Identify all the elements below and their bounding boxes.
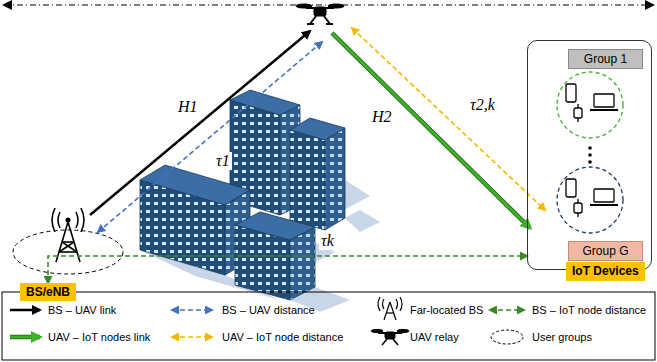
node-text: Group G — [571, 244, 640, 258]
legend-text: BS – UAV link — [48, 303, 116, 317]
channel-label: H2 — [370, 108, 394, 126]
distance-connector — [48, 256, 527, 283]
legend-text: UAV – IoT nodes link — [48, 330, 150, 344]
group-label: Group G — [568, 241, 643, 261]
legend-text: Far-located BS — [410, 303, 483, 317]
node-text: IoT Devices — [566, 262, 645, 281]
distance-label: τ1 — [214, 152, 232, 170]
legend-text: BS – IoT node distance — [532, 303, 646, 317]
node-text: Group 1 — [571, 52, 640, 66]
legend-text: UAV – IoT node distance — [222, 330, 343, 344]
legend-text: User groups — [532, 330, 592, 344]
station-label: BS/eNB — [20, 283, 76, 301]
legend-text: UAV relay — [410, 330, 459, 344]
distance-label: τ2,k — [468, 96, 497, 114]
connector-label: τk — [319, 232, 336, 250]
device-group-box: IoT DevicesGroup 1Group G — [527, 40, 652, 270]
channel-label: H1 — [176, 98, 200, 116]
node-text: BS/eNB — [26, 285, 70, 299]
group-label: Group 1 — [568, 49, 643, 69]
legend-text: BS – UAV distance — [222, 303, 315, 317]
